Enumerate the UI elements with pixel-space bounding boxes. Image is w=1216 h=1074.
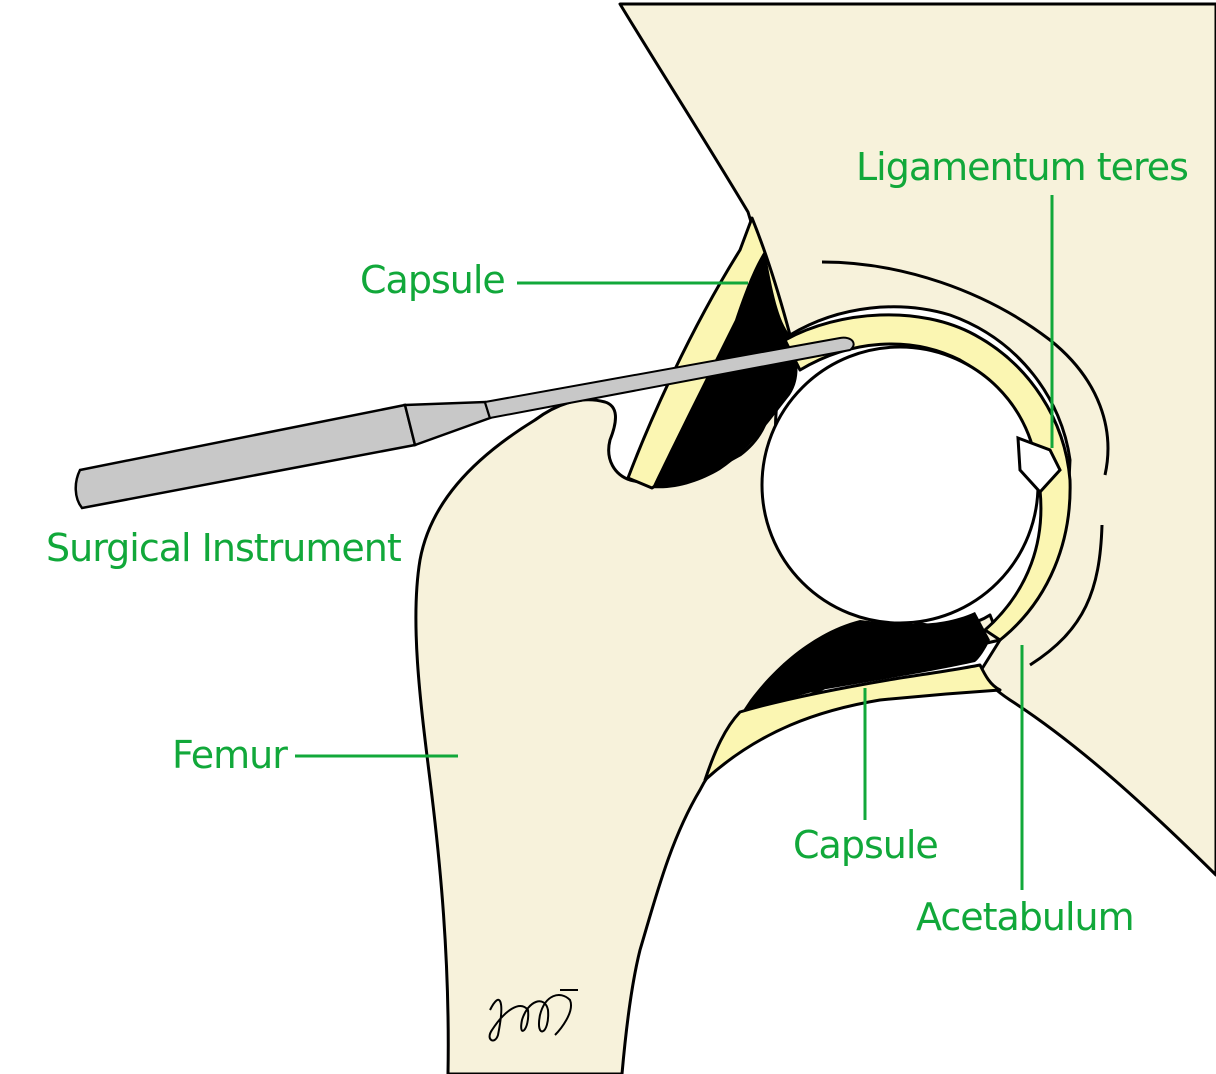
artist-signature xyxy=(488,989,578,1042)
label-ligamentum-teres: Ligamentum teres xyxy=(856,145,1188,189)
label-femur: Femur xyxy=(172,733,288,777)
acetabular-rim-line-1 xyxy=(821,260,1110,476)
femoral-head xyxy=(760,345,1040,625)
label-capsule-upper: Capsule xyxy=(360,258,505,302)
instrument-handle xyxy=(74,403,417,510)
label-surgical-instrument: Surgical Instrument xyxy=(46,526,401,570)
label-acetabulum: Acetabulum xyxy=(916,895,1134,939)
surgical-instrument xyxy=(74,336,855,510)
instrument-shaft xyxy=(483,336,855,420)
ligamentum-teres-notch xyxy=(1016,435,1062,495)
lower-capsule xyxy=(703,663,1002,782)
acetabular-rim-line-2 xyxy=(1029,524,1104,667)
instrument-cone xyxy=(403,400,492,447)
leader-lines xyxy=(295,195,1054,890)
label-capsule-lower: Capsule xyxy=(793,823,938,867)
lower-joint-space xyxy=(740,612,990,715)
